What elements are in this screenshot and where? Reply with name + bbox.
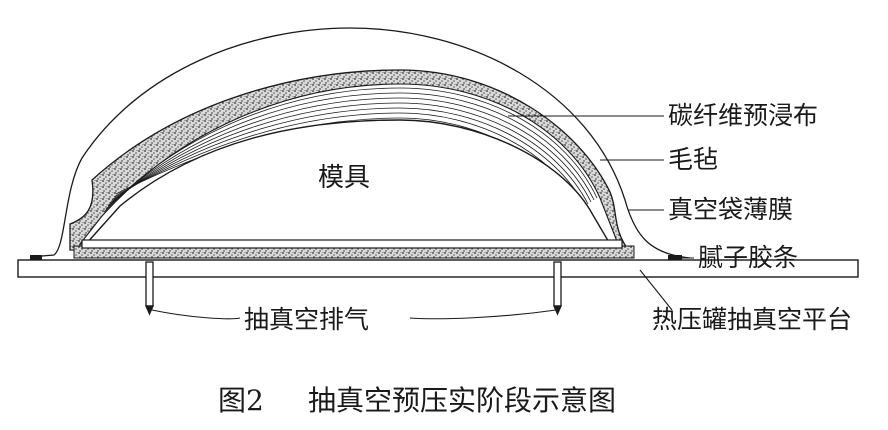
mold-label: 模具 [318, 163, 370, 193]
mold-base-plate [81, 239, 623, 249]
sealant-tape-left [30, 255, 42, 260]
leader-lines [151, 115, 694, 320]
sealant-label: 腻子胶条 [698, 243, 798, 272]
platform-label: 热压罐抽真空平台 [652, 305, 852, 334]
vacuum-bag-film [29, 27, 691, 259]
vacuum-platform [17, 259, 859, 278]
prepreg-label: 碳纤维预浸布 [668, 101, 818, 130]
sealant-tape-right [668, 255, 682, 260]
vacuum-label: 抽真空排气 [244, 305, 369, 334]
figure-caption: 抽真空预压实阶段示意图 [308, 384, 616, 417]
vacuum-pipe-right [553, 261, 562, 316]
felt-label: 毛毡 [668, 145, 718, 174]
vacuum-pipe-left [145, 261, 154, 316]
mold [84, 119, 612, 245]
prepreg-plies [103, 87, 598, 213]
bag-film-label: 真空袋薄膜 [668, 195, 793, 224]
figure-number: 图2 [218, 384, 264, 417]
